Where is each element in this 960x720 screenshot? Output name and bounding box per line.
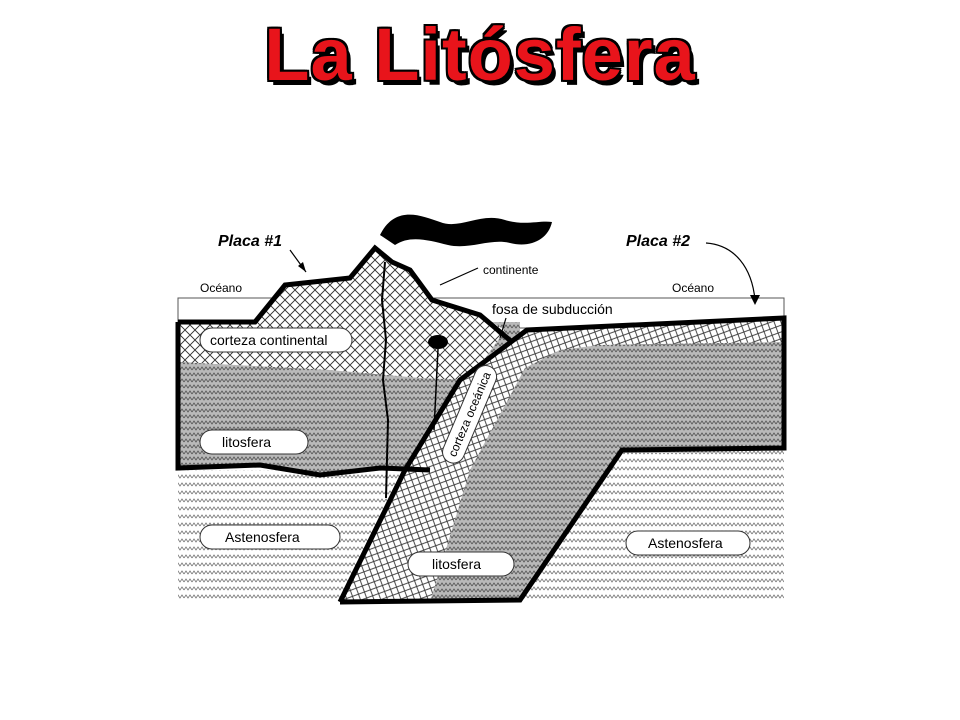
corteza-oceanica-box <box>442 365 498 464</box>
astenosfera-left-box <box>199 524 341 550</box>
astenosfera-right-box <box>625 530 751 556</box>
litosfera-center-box <box>407 551 515 577</box>
label-continente: continente <box>483 263 539 277</box>
label-oceano-left: Océano <box>200 281 242 295</box>
label-corteza-continental: corteza continental <box>210 332 328 348</box>
label-astenosfera-left: Astenosfera <box>225 529 300 545</box>
page-title: La Litósfera <box>264 13 696 96</box>
label-oceano-right: Océano <box>672 281 714 295</box>
magma-conduit <box>380 261 390 499</box>
magma-chamber <box>428 335 448 349</box>
label-fosa: fosa de subducción <box>492 301 613 317</box>
label-litosfera-center: litosfera <box>432 556 481 572</box>
label-litosfera-left: litosfera <box>222 434 271 450</box>
volcano-smoke <box>380 214 552 247</box>
plate2-outline <box>337 315 787 605</box>
oceanic-crust <box>340 318 784 602</box>
label-placa2: Placa #2 <box>626 233 690 250</box>
litosfera-left-box <box>199 429 309 455</box>
plate1-outline <box>175 244 514 478</box>
label-astenosfera-right: Astenosfera <box>648 535 723 551</box>
label-placa1: Placa #1 <box>218 233 282 250</box>
corteza-continental-box <box>199 327 353 353</box>
